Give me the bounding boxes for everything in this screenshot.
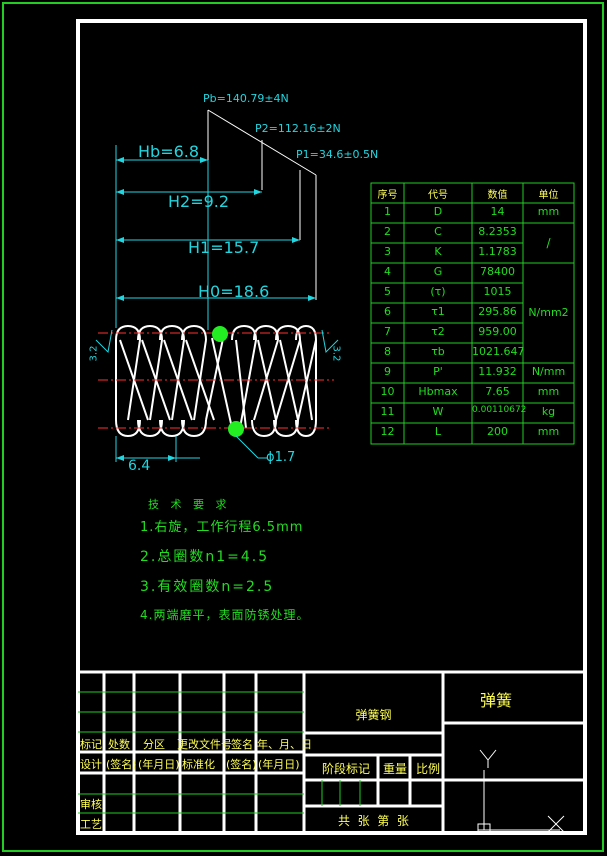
ucs-icon: [477, 749, 565, 835]
inner-frame: [76, 19, 587, 835]
spring-drawing: [95, 109, 339, 462]
param-table-grid: [370, 182, 575, 445]
title-block-grid: [78, 670, 585, 833]
